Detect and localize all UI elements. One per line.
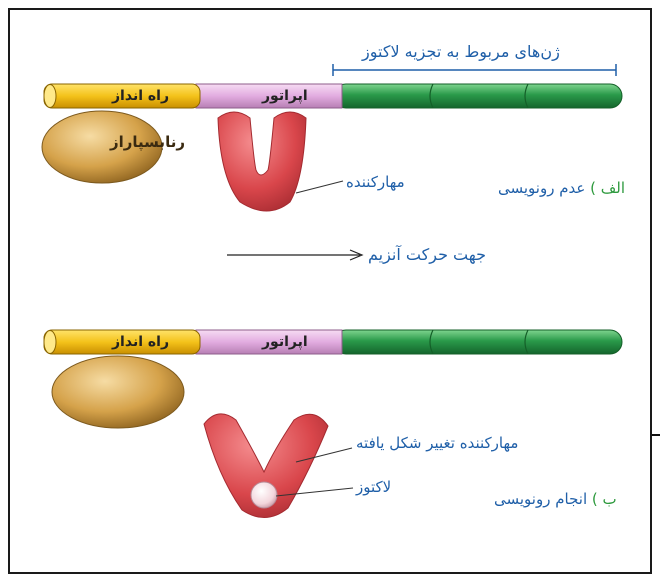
lactose-molecule: [250, 481, 278, 509]
operator-label-a: اپراتور: [262, 88, 308, 104]
genes-bracket: [332, 64, 617, 76]
state-b: ب ) انجام رونویسی: [494, 490, 617, 508]
state-b-text: انجام رونویسی: [494, 490, 588, 508]
genes-title: ژن‌های مربوط به تجزیه لاکتوز: [362, 42, 560, 61]
operator-segment-b: [195, 329, 343, 355]
lactose-label: لاکتوز: [356, 478, 392, 496]
repressor-label-a: مهارکننده: [346, 173, 405, 191]
state-a-letter: الف ): [590, 179, 626, 197]
operator-label-b: اپراتور: [262, 334, 308, 350]
repressor-a: [217, 111, 307, 212]
rna-polymerase-a: [41, 110, 163, 184]
promoter-label-b: راه انداز: [112, 334, 169, 350]
state-a: الف ) عدم رونویسی: [498, 179, 625, 197]
repressor-changed-label: مهارکننده تغییر شکل یافته: [356, 434, 519, 452]
direction-label: جهت حرکت آنزیم: [368, 245, 487, 264]
edge-tick: [652, 434, 660, 436]
promoter-label-a: راه انداز: [112, 88, 169, 104]
genes-segment-a: [333, 83, 623, 109]
operator-segment-a: [195, 83, 343, 109]
genes-segment-b: [333, 329, 623, 355]
dna-strand-a: [43, 83, 623, 109]
lactose-pointer: [275, 487, 354, 497]
repressor-b-pointer: [295, 447, 353, 463]
state-b-letter: ب ): [591, 490, 617, 508]
repressor-b: [203, 413, 329, 518]
repressor-a-pointer: [295, 180, 344, 194]
direction-arrow: [227, 249, 364, 261]
rna-polymerase-b: [51, 355, 185, 429]
dna-strand-b: [43, 329, 623, 355]
state-a-text: عدم رونویسی: [498, 179, 586, 197]
rna-polymerase-label-a: رنابسپاراز: [110, 133, 185, 151]
